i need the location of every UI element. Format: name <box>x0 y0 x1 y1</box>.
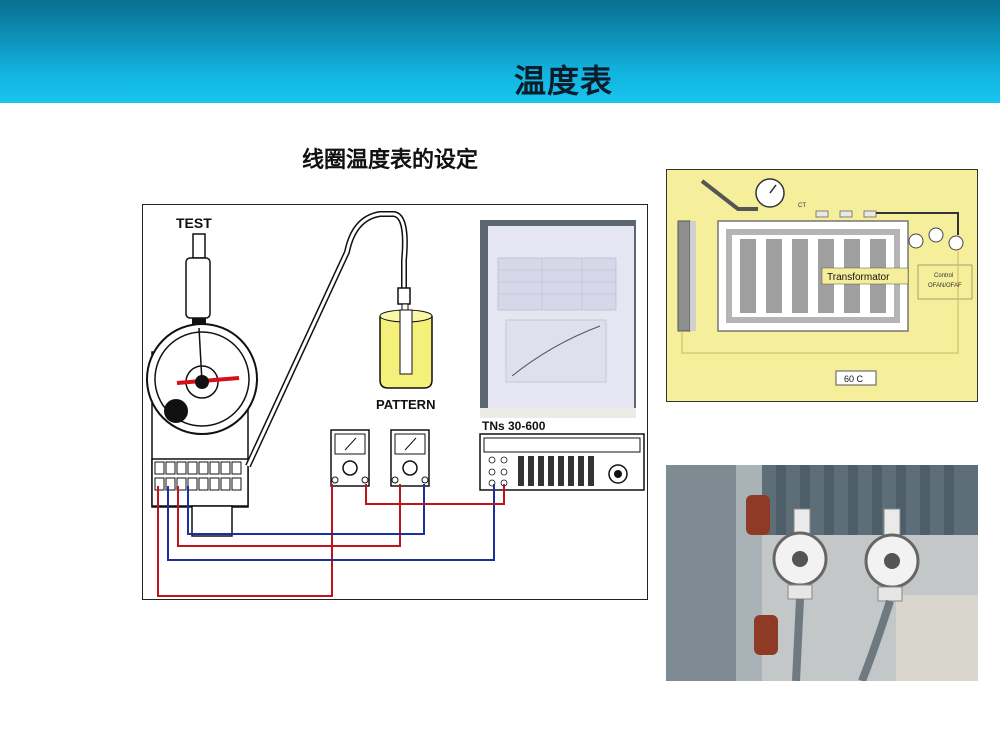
wire-red-long <box>157 484 333 597</box>
wire-blue-short <box>187 484 425 535</box>
test-probe <box>192 233 206 259</box>
slide-title: 温度表 <box>514 62 614 100</box>
calibrator-instrument <box>479 433 645 491</box>
calibrator-label: TNs 30-600 <box>482 419 546 433</box>
setting-label: 60 C <box>844 374 864 384</box>
svg-text:Control: Control <box>934 273 953 279</box>
svg-text:OFAN/OFAF: OFAN/OFAF <box>928 283 962 289</box>
transformer-schematic: CT Transformator Control OFAN/OFAF 60 C <box>666 169 978 402</box>
slide-subtitle: 线圈温度表的设定 <box>302 148 479 173</box>
wire-red-short <box>177 484 401 547</box>
calibration-sheet-photo <box>480 220 636 418</box>
wire-blue-long <box>167 484 495 561</box>
voltmeter <box>330 429 370 487</box>
test-label: TEST <box>176 215 212 231</box>
pattern-label: PATTERN <box>376 397 435 412</box>
pattern-beaker <box>379 287 433 389</box>
wire-red-meter <box>365 484 505 505</box>
svg-text:CT: CT <box>798 203 806 209</box>
installed-gauges-photo <box>666 465 978 681</box>
wiring-diagram: TEST PAT <box>142 204 648 600</box>
transformator-label: Transformator <box>827 272 890 283</box>
header-banner <box>0 0 1000 103</box>
ammeter <box>390 429 430 487</box>
